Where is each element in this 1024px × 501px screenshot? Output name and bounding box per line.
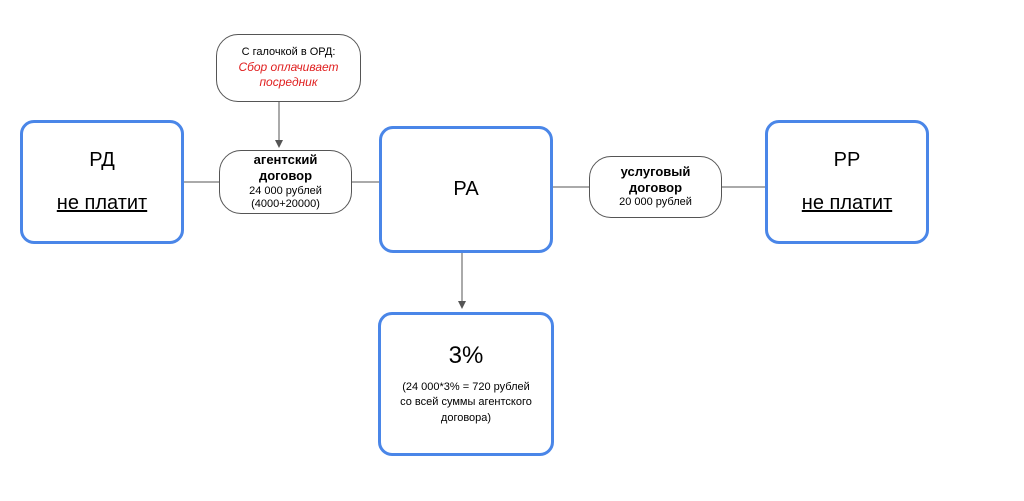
ord-note-line1: С галочкой в ОРД: bbox=[241, 46, 336, 59]
ra-title: РА bbox=[453, 178, 479, 200]
fee-line3: договора) bbox=[440, 411, 492, 424]
agent-contract-amount: 24 000 рублей bbox=[249, 184, 322, 197]
service-contract: услуговый договор 20 000 рублей bbox=[589, 156, 722, 218]
fee-box: 3% (24 000*3% = 720 рублей со всей суммы… bbox=[378, 312, 554, 456]
rd-status: не платит bbox=[56, 192, 148, 214]
rr-status: не платит bbox=[801, 192, 893, 214]
fee-line1: (24 000*3% = 720 рублей bbox=[402, 380, 530, 393]
ord-note: С галочкой в ОРД: Сбор оплачивает посред… bbox=[216, 34, 361, 102]
rr-title: РР bbox=[833, 149, 861, 171]
rr-box: РР не платит bbox=[765, 120, 929, 244]
ord-note-line2: Сбор оплачивает bbox=[238, 59, 339, 74]
service-contract-line2: договор bbox=[628, 180, 683, 196]
service-contract-line1: услуговый bbox=[620, 163, 691, 179]
fee-line2: со всей суммы агентского bbox=[400, 396, 532, 409]
agent-contract-line1: агентский bbox=[253, 152, 318, 167]
rd-title: РД bbox=[89, 149, 115, 171]
agent-contract-line2: договор bbox=[258, 168, 313, 184]
rd-box: РД не платит bbox=[20, 120, 184, 244]
ord-note-line3: посредник bbox=[259, 74, 318, 89]
ra-box: РА bbox=[379, 126, 553, 253]
agent-contract-breakdown: (4000+20000) bbox=[251, 198, 320, 211]
fee-percent: 3% bbox=[448, 341, 484, 369]
service-contract-amount: 20 000 рублей bbox=[619, 196, 692, 209]
agent-contract: агентский договор 24 000 рублей (4000+20… bbox=[219, 150, 352, 214]
